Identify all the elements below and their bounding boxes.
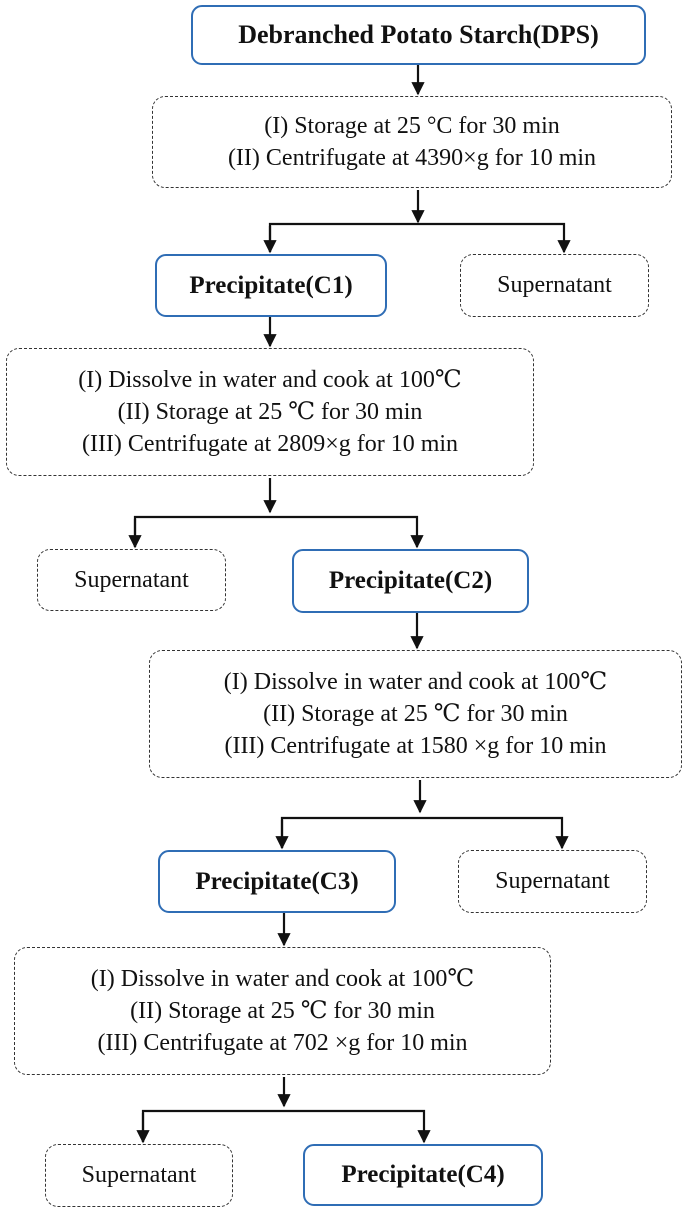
step-line: (III) Centrifugate at 2809×g for 10 min xyxy=(81,431,459,457)
step-line: (I) Storage at 25 °C for 30 min xyxy=(264,113,560,139)
step-line: (I) Dissolve in water and cook at 100℃ xyxy=(223,669,608,695)
precipitate-c3: Precipitate(C3) xyxy=(158,850,396,913)
precipitate-c1: Precipitate(C1) xyxy=(155,254,387,317)
precipitate-c4: Precipitate(C4) xyxy=(303,1144,543,1206)
step-line: (I) Dissolve in water and cook at 100℃ xyxy=(78,367,462,393)
precipitate-c2: Precipitate(C2) xyxy=(292,549,529,613)
supernatant-1: Supernatant xyxy=(460,254,649,317)
step-line: (III) Centrifugate at 702 ×g for 10 min xyxy=(97,1030,468,1056)
process-steps-4: (I) Dissolve in water and cook at 100℃ (… xyxy=(14,947,551,1075)
supernatant-3: Supernatant xyxy=(458,850,647,913)
step-line: (II) Storage at 25 ℃ for 30 min xyxy=(130,998,435,1024)
step-line: (II) Centrifugate at 4390×g for 10 min xyxy=(227,145,597,171)
supernatant-2: Supernatant xyxy=(37,549,226,611)
supernatant-4: Supernatant xyxy=(45,1144,233,1207)
step-line: (II) Storage at 25 ℃ for 30 min xyxy=(263,701,568,727)
branch-line-1 xyxy=(268,222,571,254)
start-node-dps: Debranched Potato Starch(DPS) xyxy=(191,5,646,65)
process-steps-2: (I) Dissolve in water and cook at 100℃ (… xyxy=(6,348,534,476)
process-steps-3: (I) Dissolve in water and cook at 100℃ (… xyxy=(149,650,682,778)
step-line: (I) Dissolve in water and cook at 100℃ xyxy=(90,966,475,992)
step-line: (III) Centrifugate at 1580 ×g for 10 min xyxy=(224,733,607,759)
branch-line-4 xyxy=(141,1109,431,1144)
step-line: (II) Storage at 25 ℃ for 30 min xyxy=(117,399,423,425)
branch-line-3 xyxy=(280,816,569,850)
branch-line-2 xyxy=(133,515,424,549)
process-steps-1: (I) Storage at 25 °C for 30 min (II) Cen… xyxy=(152,96,672,188)
